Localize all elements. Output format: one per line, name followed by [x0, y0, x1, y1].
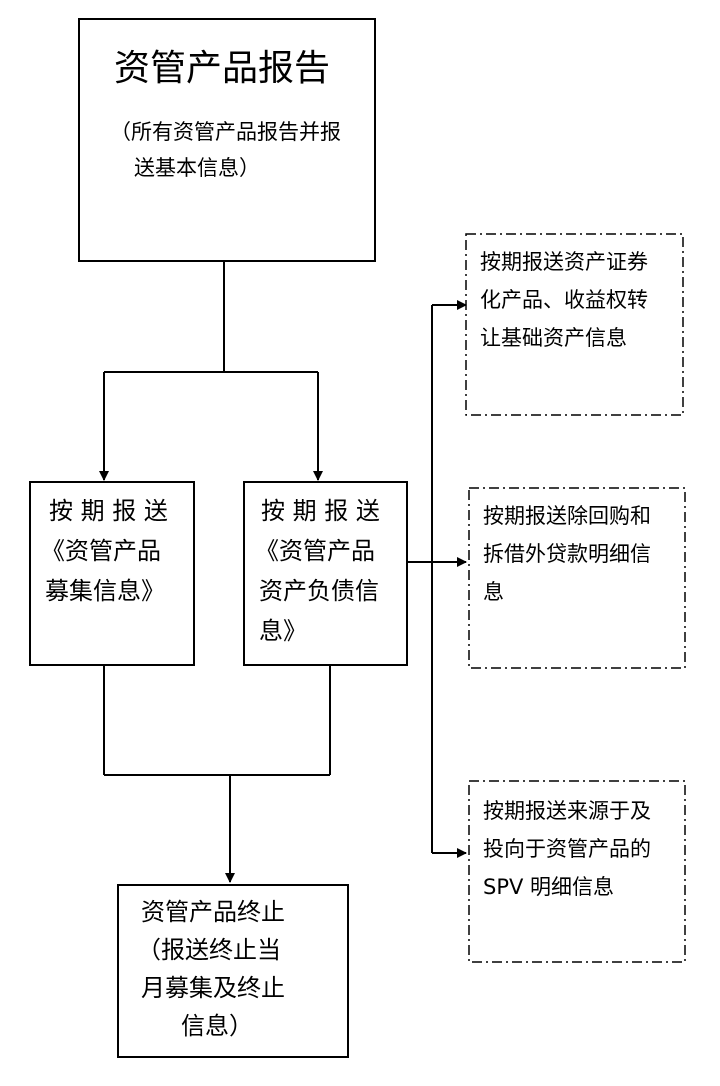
- termination-line3: 月募集及终止: [141, 974, 285, 1002]
- securitization-line3: 让基础资产信息: [480, 326, 627, 350]
- product-report-box: 资管产品报告 （所有资管产品报告并报 送基本信息）: [78, 18, 376, 262]
- balance-line3: 资产负债信: [259, 577, 379, 605]
- spv-box-border: [468, 780, 686, 963]
- product-report-title: 资管产品报告: [114, 48, 331, 89]
- spv-box: 按期报送来源于及 投向于资管产品的 SPV 明细信息: [469, 781, 685, 962]
- securitization-box: 按期报送资产证券 化产品、收益权转 让基础资产信息: [466, 234, 683, 415]
- termination-line1: 资管产品终止: [141, 898, 285, 926]
- repo-line3: 息: [483, 580, 504, 604]
- repo-box-border: [468, 487, 686, 669]
- termination-line4: 信息）: [181, 1012, 253, 1040]
- securitization-line1: 按期报送资产证券: [480, 250, 648, 274]
- raise-line3: 募集信息》: [45, 577, 165, 605]
- spv-line1: 按期报送来源于及: [483, 799, 651, 823]
- repo-line1: 按期报送除回购和: [483, 504, 651, 528]
- raise-info-box: 按 期 报 送 《资管产品 募集信息》: [29, 481, 195, 666]
- termination-line2: （报送终止当: [137, 936, 281, 964]
- repo-box: 按期报送除回购和 拆借外贷款明细信 息: [469, 488, 685, 668]
- securitization-line2: 化产品、收益权转: [480, 288, 648, 312]
- raise-line1: 按 期 报 送: [49, 497, 168, 525]
- repo-line2: 拆借外贷款明细信: [483, 542, 651, 566]
- spv-line3: SPV 明细信息: [483, 875, 615, 899]
- balance-sheet-box: 按 期 报 送 《资管产品 资产负债信 息》: [243, 481, 408, 666]
- product-report-line1: （所有资管产品报告并报: [110, 120, 341, 144]
- balance-line4: 息》: [259, 617, 307, 645]
- spv-line2: 投向于资管产品的: [483, 837, 651, 861]
- balance-line2: 《资管产品: [255, 537, 375, 565]
- product-report-line2: 送基本信息）: [134, 156, 260, 180]
- raise-line2: 《资管产品: [41, 537, 161, 565]
- termination-box: 资管产品终止 （报送终止当 月募集及终止 信息）: [117, 884, 349, 1058]
- securitization-box-border: [465, 233, 684, 416]
- balance-line1: 按 期 报 送: [261, 497, 380, 525]
